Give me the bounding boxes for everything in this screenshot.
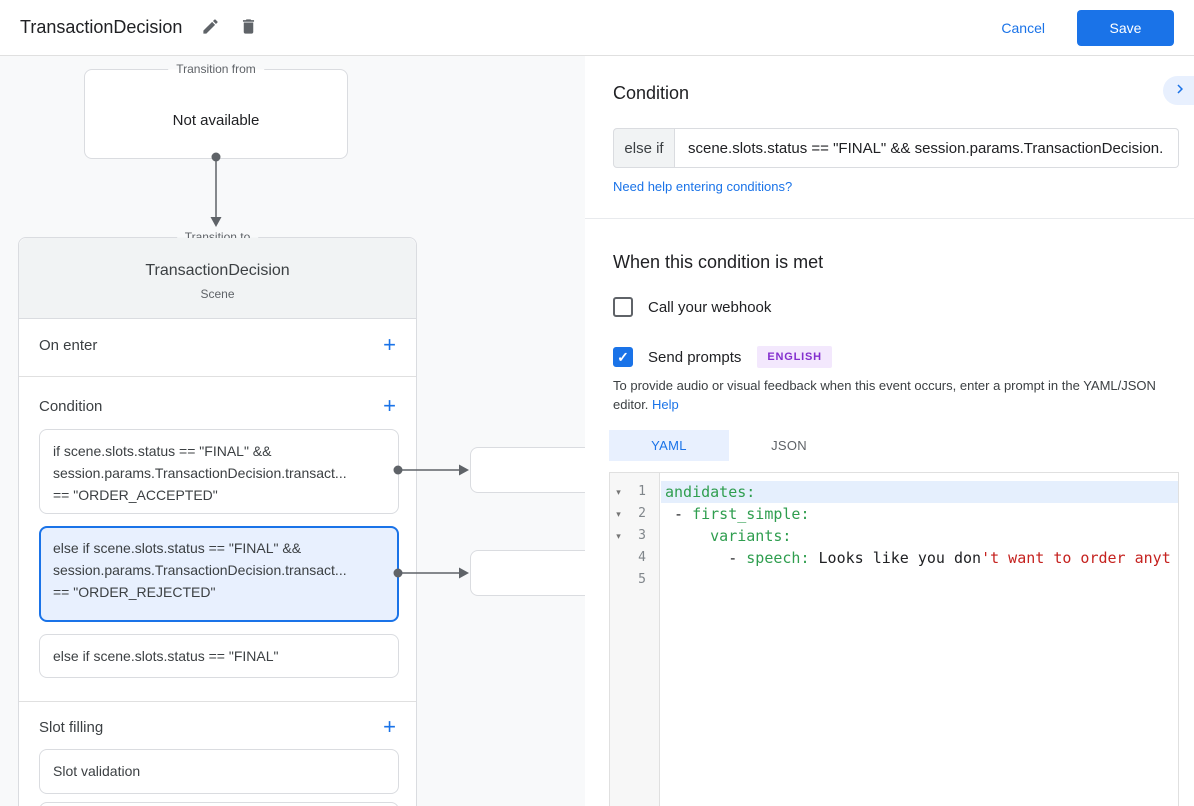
condition-section-row: Condition + bbox=[39, 393, 398, 418]
code-token: andidates: bbox=[665, 483, 756, 501]
divider bbox=[19, 376, 416, 377]
condition-card-final[interactable]: else if scene.slots.status == "FINAL" bbox=[39, 634, 399, 678]
transition-from-content: Not available bbox=[172, 112, 260, 129]
add-condition-button[interactable]: + bbox=[383, 393, 396, 418]
code-token bbox=[665, 527, 710, 545]
chevron-right-icon bbox=[1171, 80, 1189, 101]
line-number: 1 bbox=[638, 484, 646, 499]
code-token: - bbox=[665, 505, 693, 523]
transition-target-box-2[interactable] bbox=[470, 550, 585, 596]
send-prompts-row: ✓ Send prompts ENGLISH bbox=[613, 346, 832, 368]
line-number: 2 bbox=[638, 506, 646, 521]
check-icon: ✓ bbox=[617, 348, 629, 365]
delete-button[interactable] bbox=[234, 14, 262, 42]
condition-heading: Condition bbox=[613, 83, 690, 103]
transition-from-box: Transition from Not available bbox=[84, 61, 348, 159]
slot-filling-label: Slot filling bbox=[39, 718, 104, 736]
when-met-heading: When this condition is met bbox=[613, 252, 824, 272]
scene-card: Transition to TransactionDecision Scene … bbox=[18, 229, 417, 806]
line-number: 5 bbox=[638, 572, 646, 587]
clipped-card[interactable] bbox=[39, 802, 399, 806]
code-token: - bbox=[665, 549, 747, 567]
slot-filling-row: Slot filling + bbox=[39, 714, 398, 739]
yaml-editor[interactable]: ▾ 1 andidates: ▾ 2 - first_simple: ▾ 3 v… bbox=[609, 472, 1179, 806]
line-number: 3 bbox=[638, 528, 646, 543]
send-prompts-checkbox[interactable]: ✓ bbox=[613, 347, 633, 367]
slot-item-label: Slot validation bbox=[53, 763, 141, 779]
code-line-2: ▾ 2 - first_simple: bbox=[610, 503, 1178, 525]
condition-expression-row: else if bbox=[613, 128, 1179, 168]
condition-prefix: else if bbox=[613, 128, 675, 168]
line-number: 4 bbox=[638, 550, 646, 565]
send-prompts-label: Send prompts bbox=[648, 348, 742, 366]
scene-header: TransactionDecision Scene bbox=[19, 238, 416, 319]
on-enter-label: On enter bbox=[39, 336, 98, 354]
help-link[interactable]: Help bbox=[652, 397, 679, 412]
condition-line: if scene.slots.status == "FINAL" && bbox=[53, 443, 272, 459]
on-enter-row: On enter + bbox=[39, 332, 398, 357]
page-title: TransactionDecision bbox=[20, 17, 183, 37]
condition-detail-panel: Condition else if Need help entering con… bbox=[585, 56, 1194, 806]
condition-line: == "ORDER_ACCEPTED" bbox=[53, 487, 218, 503]
condition-line: session.params.TransactionDecision.trans… bbox=[53, 465, 347, 481]
prompts-description: To provide audio or visual feedback when… bbox=[613, 376, 1177, 414]
language-badge: ENGLISH bbox=[757, 346, 832, 368]
editor-tabs: YAML JSON bbox=[609, 430, 849, 461]
condition-line: == "ORDER_REJECTED" bbox=[53, 584, 216, 600]
code-line-4: 4 - speech: Looks like you don't want to… bbox=[610, 547, 1178, 569]
scene-subtitle: Scene bbox=[200, 287, 235, 301]
condition-expression-input[interactable] bbox=[675, 128, 1179, 168]
condition-help-link[interactable]: Need help entering conditions? bbox=[613, 179, 793, 194]
condition-line: else if scene.slots.status == "FINAL" && bbox=[53, 540, 302, 556]
slot-validation-card[interactable]: Slot validation bbox=[39, 749, 399, 794]
condition-card-rejected-selected[interactable]: else if scene.slots.status == "FINAL" &&… bbox=[39, 526, 399, 622]
webhook-row: Call your webhook bbox=[613, 297, 771, 317]
condition-line: session.params.TransactionDecision.trans… bbox=[53, 562, 347, 578]
divider bbox=[19, 701, 416, 702]
condition-card-accepted[interactable]: if scene.slots.status == "FINAL" && sess… bbox=[39, 429, 399, 514]
code-token: variants: bbox=[710, 527, 792, 545]
divider bbox=[585, 218, 1194, 219]
code-line-1: ▾ 1 andidates: bbox=[610, 481, 1178, 503]
trash-icon bbox=[239, 17, 258, 39]
editor-gutter bbox=[610, 473, 660, 806]
cancel-button[interactable]: Cancel bbox=[1001, 19, 1045, 36]
condition-section-label: Condition bbox=[39, 397, 103, 415]
top-bar: TransactionDecision Cancel Save bbox=[0, 0, 1194, 56]
pencil-icon bbox=[201, 17, 220, 39]
code-line-3: ▾ 3 variants: bbox=[610, 525, 1178, 547]
fold-arrow-icon[interactable]: ▾ bbox=[616, 509, 621, 519]
transition-target-box-1[interactable] bbox=[470, 447, 585, 493]
code-line-5: 5 bbox=[610, 569, 1178, 591]
collapse-panel-button[interactable] bbox=[1163, 76, 1194, 105]
transition-from-label: Transition from bbox=[168, 61, 264, 78]
scene-title: TransactionDecision bbox=[145, 262, 290, 279]
code-token: speech: bbox=[746, 549, 810, 567]
prompts-description-text: To provide audio or visual feedback when… bbox=[613, 378, 1156, 412]
flow-canvas: Transition from Not available Transition… bbox=[0, 56, 585, 806]
fold-arrow-icon[interactable]: ▾ bbox=[616, 487, 621, 497]
code-token: Looks like you don bbox=[809, 549, 982, 567]
add-on-enter-button[interactable]: + bbox=[383, 332, 396, 357]
fold-arrow-icon[interactable]: ▾ bbox=[616, 531, 621, 541]
webhook-label: Call your webhook bbox=[648, 298, 772, 316]
webhook-checkbox[interactable] bbox=[613, 297, 633, 317]
tab-yaml[interactable]: YAML bbox=[609, 430, 729, 461]
code-token: first_simple: bbox=[692, 505, 810, 523]
edit-button[interactable] bbox=[196, 14, 224, 42]
tab-json[interactable]: JSON bbox=[771, 438, 807, 453]
code-token: 't want to order anyt bbox=[981, 549, 1171, 567]
add-slot-button[interactable]: + bbox=[383, 714, 396, 739]
save-button[interactable]: Save bbox=[1077, 9, 1174, 46]
condition-line: else if scene.slots.status == "FINAL" bbox=[53, 648, 279, 664]
